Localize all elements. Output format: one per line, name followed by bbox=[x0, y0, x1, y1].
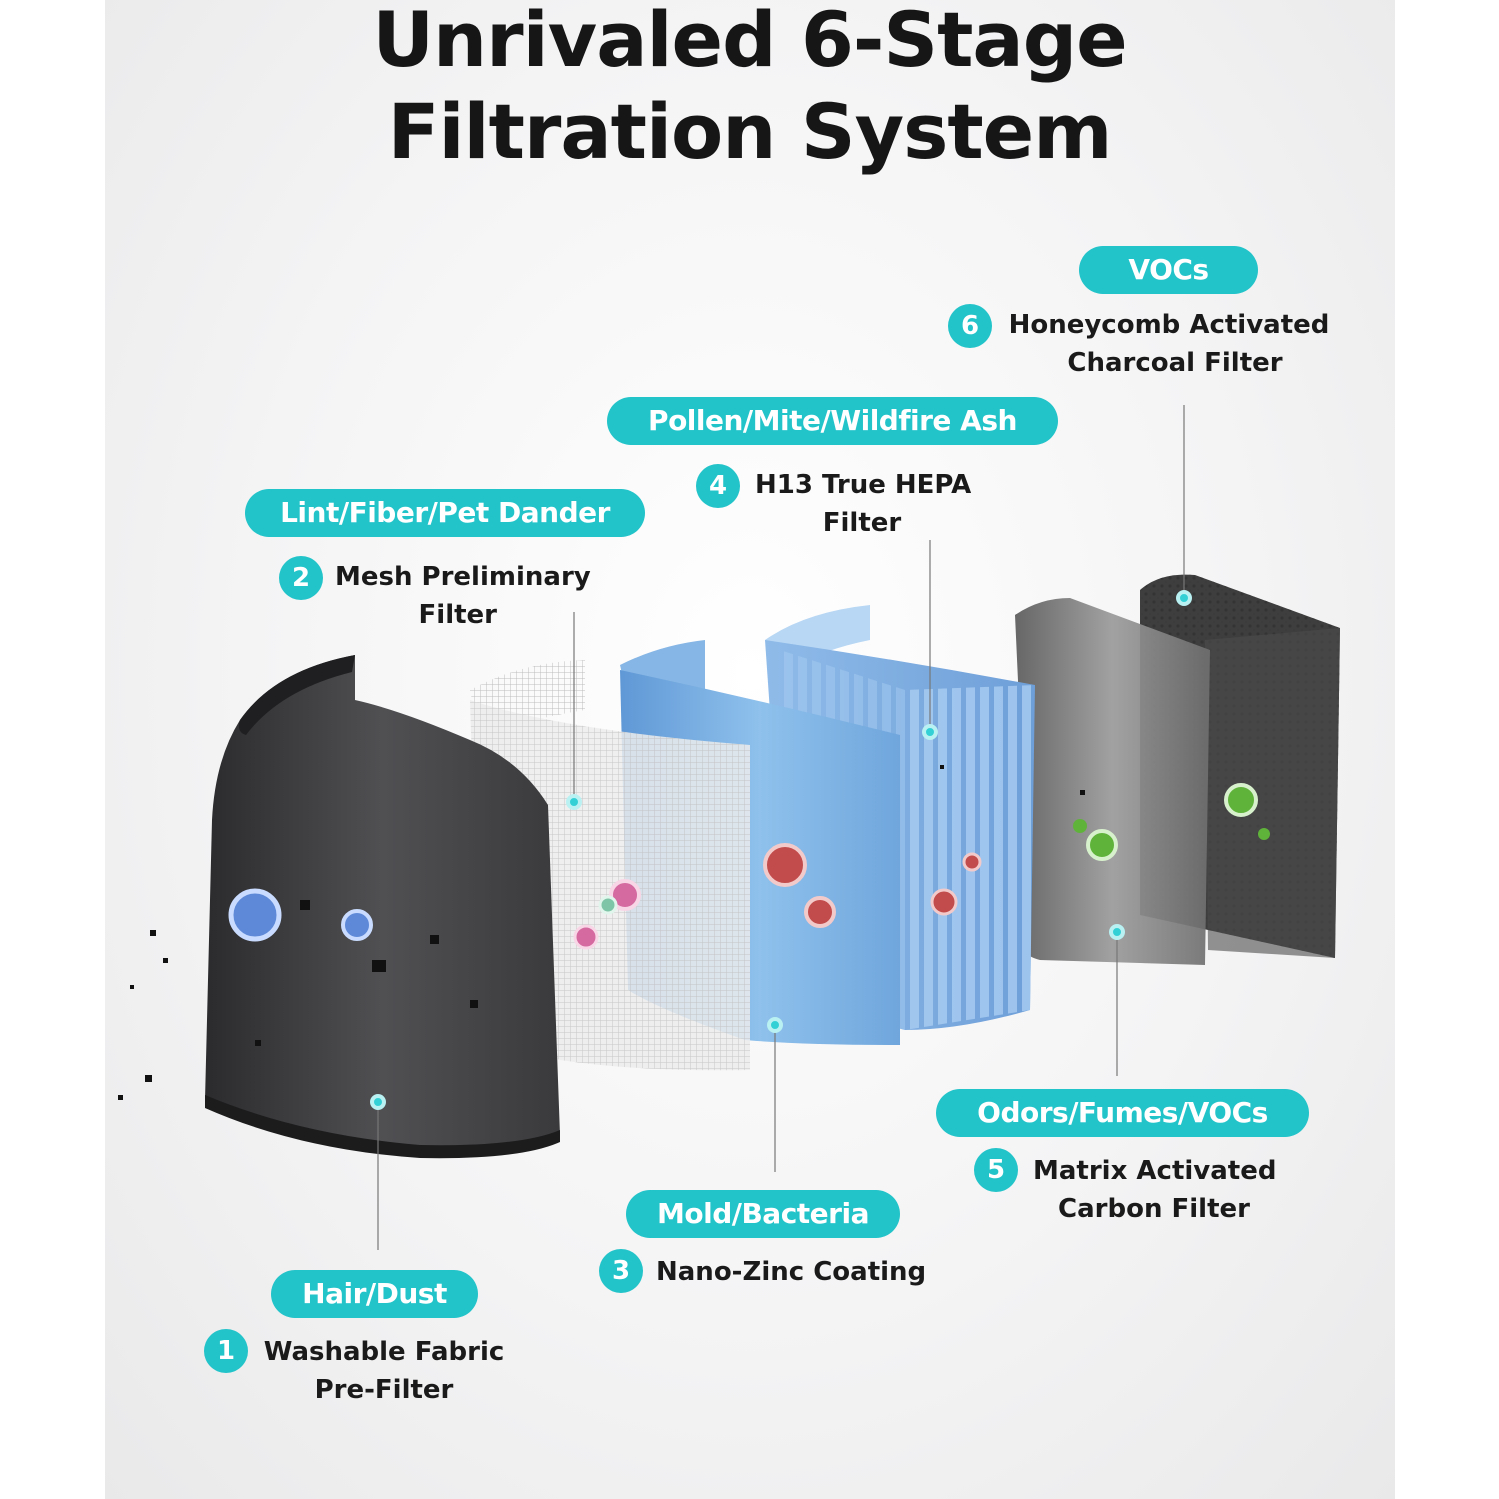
particle-dots bbox=[118, 765, 1085, 1100]
stage-1-number: 1 bbox=[204, 1329, 248, 1373]
stage-2-label-line-2: Filter bbox=[418, 600, 497, 630]
stage-6-tag: VOCs bbox=[1079, 246, 1258, 294]
stage-6-number: 6 bbox=[948, 304, 992, 348]
stage-2-label-line-1: Mesh Preliminary bbox=[335, 562, 591, 592]
stage-6-label-line-1: Honeycomb Activated bbox=[1008, 310, 1330, 340]
leader-dots bbox=[370, 590, 1192, 1110]
virus-icon-blue bbox=[228, 888, 373, 942]
stage-5-number: 5 bbox=[974, 1148, 1018, 1192]
title-line-2: Filtration System bbox=[387, 87, 1113, 176]
stage-1-label-line-2: Pre-Filter bbox=[314, 1375, 454, 1405]
stage-3-number: 3 bbox=[599, 1249, 643, 1293]
stage-5-label-line-1: Matrix Activated bbox=[1033, 1156, 1277, 1186]
stage-3-tag: Mold/Bacteria bbox=[626, 1190, 900, 1238]
stage-4-number: 4 bbox=[696, 464, 740, 508]
voc-icon-green bbox=[1073, 783, 1270, 861]
stage-1-tag: Hair/Dust bbox=[271, 1270, 478, 1318]
leader-lines bbox=[377, 405, 1185, 1250]
stage-4-label: H13 True HEPA Filter bbox=[755, 466, 972, 542]
bacteria-icon-red bbox=[763, 843, 982, 928]
stage-3-label-line-1: Nano-Zinc Coating bbox=[656, 1257, 927, 1287]
stage-1-label: Washable Fabric Pre-Filter bbox=[262, 1333, 506, 1409]
stage-6-label: Honeycomb Activated Charcoal Filter bbox=[1006, 306, 1332, 382]
stage-6-label-line-2: Charcoal Filter bbox=[1067, 348, 1283, 378]
pollen-icon-pink bbox=[573, 879, 641, 950]
carbon-filter-layer bbox=[1015, 598, 1210, 965]
stage-4-label-line-1: H13 True HEPA bbox=[755, 470, 972, 500]
title-line-1: Unrivaled 6-Stage bbox=[372, 0, 1127, 84]
stage-4-label-line-2: Filter bbox=[822, 508, 902, 538]
stage-1-label-line-1: Washable Fabric bbox=[263, 1337, 505, 1367]
stage-5-label-line-2: Carbon Filter bbox=[1058, 1194, 1250, 1224]
fabric-prefilter-layer bbox=[205, 655, 560, 1159]
stage-2-tag: Lint/Fiber/Pet Dander bbox=[245, 489, 645, 537]
stage-2-label: Mesh Preliminary Filter bbox=[335, 558, 591, 634]
stage-2-number: 2 bbox=[279, 556, 323, 600]
stage-3-label: Nano-Zinc Coating bbox=[656, 1253, 926, 1291]
stage-4-tag: Pollen/Mite/Wildfire Ash bbox=[607, 397, 1058, 445]
stage-5-tag: Odors/Fumes/VOCs bbox=[936, 1089, 1309, 1137]
page-title: Unrivaled 6-Stage Filtration System bbox=[0, 0, 1499, 178]
stage-5-label: Matrix Activated Carbon Filter bbox=[1033, 1152, 1277, 1228]
